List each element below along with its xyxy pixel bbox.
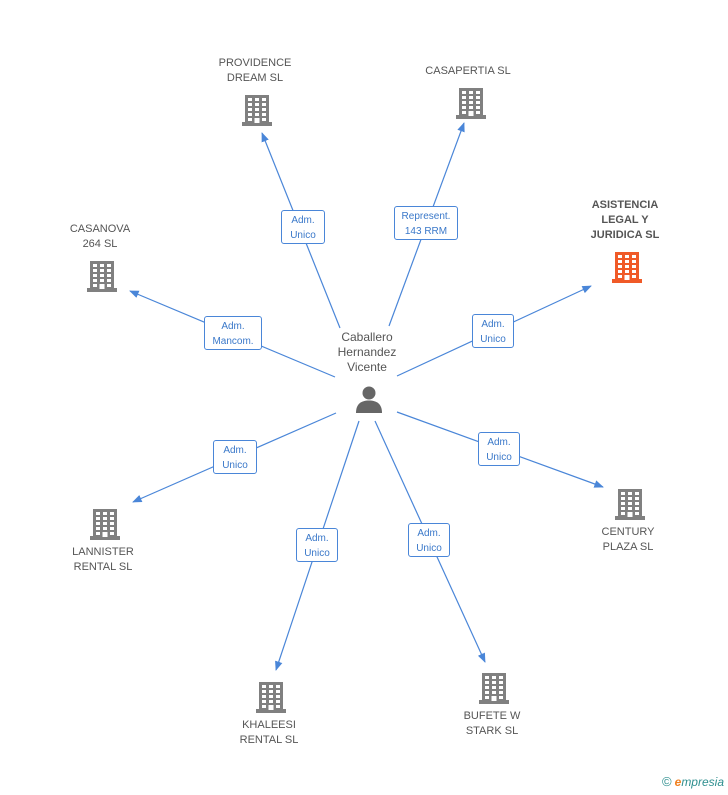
company-name-bufete[interactable]: BUFETE W STARK SL <box>463 710 521 737</box>
copyright-symbol: © <box>662 774 672 789</box>
person-icon[interactable] <box>354 384 384 414</box>
relation-badge-casanova[interactable]: Adm. Mancom. <box>204 316 262 350</box>
building-icon[interactable] <box>612 249 642 283</box>
building-icon[interactable] <box>615 486 645 520</box>
building-icon[interactable] <box>479 670 509 704</box>
company-name-asistencia[interactable]: ASISTENCIA LEGAL Y JURIDICA SL <box>590 199 660 241</box>
brand-logo-initial: e <box>674 775 682 789</box>
company-name-casanova[interactable]: CASANOVA 264 SL <box>69 223 131 250</box>
building-icon[interactable] <box>456 85 486 119</box>
relation-badge-bufete[interactable]: Adm. Unico <box>408 523 450 557</box>
relation-badge-asistencia[interactable]: Adm. Unico <box>472 314 514 348</box>
brand-name: mpresia <box>681 775 724 789</box>
company-name-casapertia[interactable]: CASAPERTIA SL <box>425 65 511 77</box>
building-icon[interactable] <box>256 679 286 713</box>
relation-badge-century[interactable]: Adm. Unico <box>478 432 520 466</box>
relation-badge-lannister[interactable]: Adm. Unico <box>213 440 257 474</box>
building-icon[interactable] <box>242 92 272 126</box>
company-name-providence[interactable]: PROVIDENCE DREAM SL <box>218 57 292 84</box>
building-icon[interactable] <box>90 506 120 540</box>
footer-credit: ©empresia <box>662 774 724 789</box>
building-icon[interactable] <box>87 258 117 292</box>
center-person-name[interactable]: Caballero Hernandez Vicente <box>337 330 397 374</box>
relation-badge-casapertia[interactable]: Represent. 143 RRM <box>394 206 458 240</box>
company-name-lannister[interactable]: LANNISTER RENTAL SL <box>72 546 134 573</box>
company-name-khaleesi[interactable]: KHALEESI RENTAL SL <box>239 719 299 746</box>
relation-badge-providence[interactable]: Adm. Unico <box>281 210 325 244</box>
relation-badge-khaleesi[interactable]: Adm. Unico <box>296 528 338 562</box>
company-name-century[interactable]: CENTURY PLAZA SL <box>601 526 655 553</box>
